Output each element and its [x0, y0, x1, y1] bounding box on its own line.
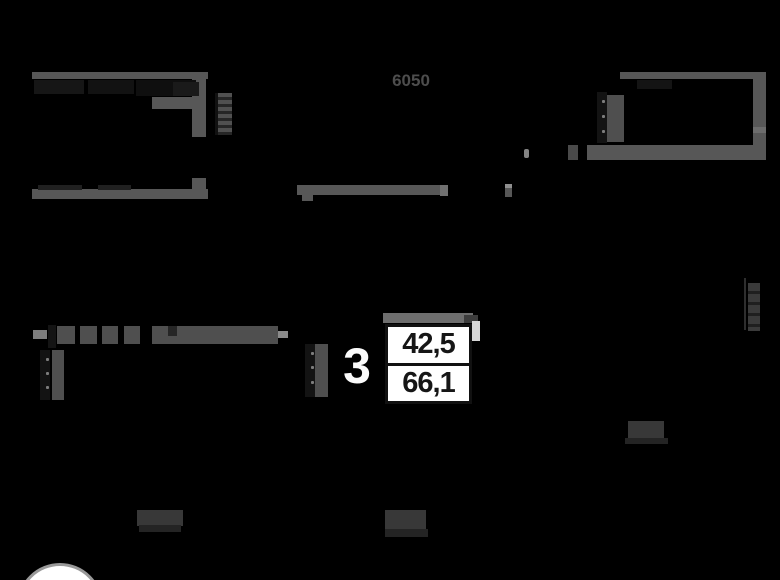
wall-topright-right: [753, 79, 766, 160]
window-sill-mark-1: [38, 185, 82, 190]
total-area-value: 66,1: [402, 366, 455, 399]
window-speck-r1: [602, 100, 605, 103]
wall-topright-bottom: [587, 145, 766, 160]
wall-topright-left: [607, 95, 624, 142]
balcony-corner-dark: [48, 325, 56, 348]
info-box-top-bar: [383, 313, 473, 323]
room-label-sub-2: [385, 529, 428, 537]
wall-middle-tick-below: [302, 195, 313, 201]
window-speck-r2: [602, 115, 605, 118]
balcony-dash-light: [33, 330, 47, 339]
window-speck-c1: [311, 352, 314, 355]
window-sill-mark-2: [98, 185, 131, 190]
wall-topleft-bottom: [32, 189, 208, 199]
wall-topright-right-cap: [753, 127, 766, 133]
info-box-white-sliver: [472, 321, 480, 341]
living-area-value: 42,5: [388, 327, 469, 366]
balcony-dash-3: [102, 326, 118, 344]
wall-hall-stub: [568, 145, 578, 160]
window-topleft-frame: [215, 93, 218, 135]
furniture-topright: [637, 80, 672, 89]
room-label-block-2: [385, 510, 426, 530]
room-label-block-1: [137, 510, 183, 526]
window-speck-r3: [602, 130, 605, 133]
balcony-bar: [152, 326, 278, 344]
area-info-box: 42,5 66,1: [385, 324, 472, 404]
room-label-sub-3: [625, 438, 668, 444]
wall-middle-horizontal: [297, 185, 448, 195]
room-label-block-3: [628, 421, 664, 438]
window-speck-l1: [46, 358, 49, 361]
balcony-bar-notch: [168, 326, 177, 336]
window-speck-c2: [311, 366, 314, 369]
info-box-top-bar-notch: [464, 315, 478, 323]
window-speck-c3: [311, 381, 314, 384]
compass-circle: [17, 563, 103, 580]
furniture-block: [173, 82, 199, 96]
balcony-end-tick: [278, 331, 288, 338]
window-center-gray: [315, 344, 328, 397]
balcony-dash-1: [57, 326, 75, 344]
wall-door-jamb: [505, 186, 512, 197]
dimension-label-right-vertical: [748, 283, 760, 331]
window-left-dark: [40, 350, 50, 400]
window-speck-l2: [46, 372, 49, 375]
furniture-counter-1: [34, 80, 84, 94]
window-speck-l3: [46, 386, 49, 389]
wall-topright-top: [620, 72, 766, 79]
dimension-label-top: 6050: [392, 71, 430, 90]
dimension-line-right: [744, 278, 746, 330]
room-label-sub-1: [139, 525, 181, 532]
door-hinge-dot: [524, 149, 529, 158]
window-center-dark: [305, 344, 315, 397]
wall-middle-endcap: [440, 185, 448, 196]
window-topleft-hatch: [218, 93, 232, 135]
window-left-gray: [52, 350, 64, 400]
wall-door-jamb-cap: [505, 184, 512, 188]
balcony-dash-2: [80, 326, 97, 344]
wall-topleft-top: [32, 72, 208, 79]
wall-topleft-inner: [152, 97, 194, 109]
balcony-dash-4: [124, 326, 140, 344]
wall-topleft-bottom-stub: [192, 178, 206, 189]
furniture-counter-2: [88, 80, 134, 94]
rooms-count: 3: [343, 338, 371, 394]
